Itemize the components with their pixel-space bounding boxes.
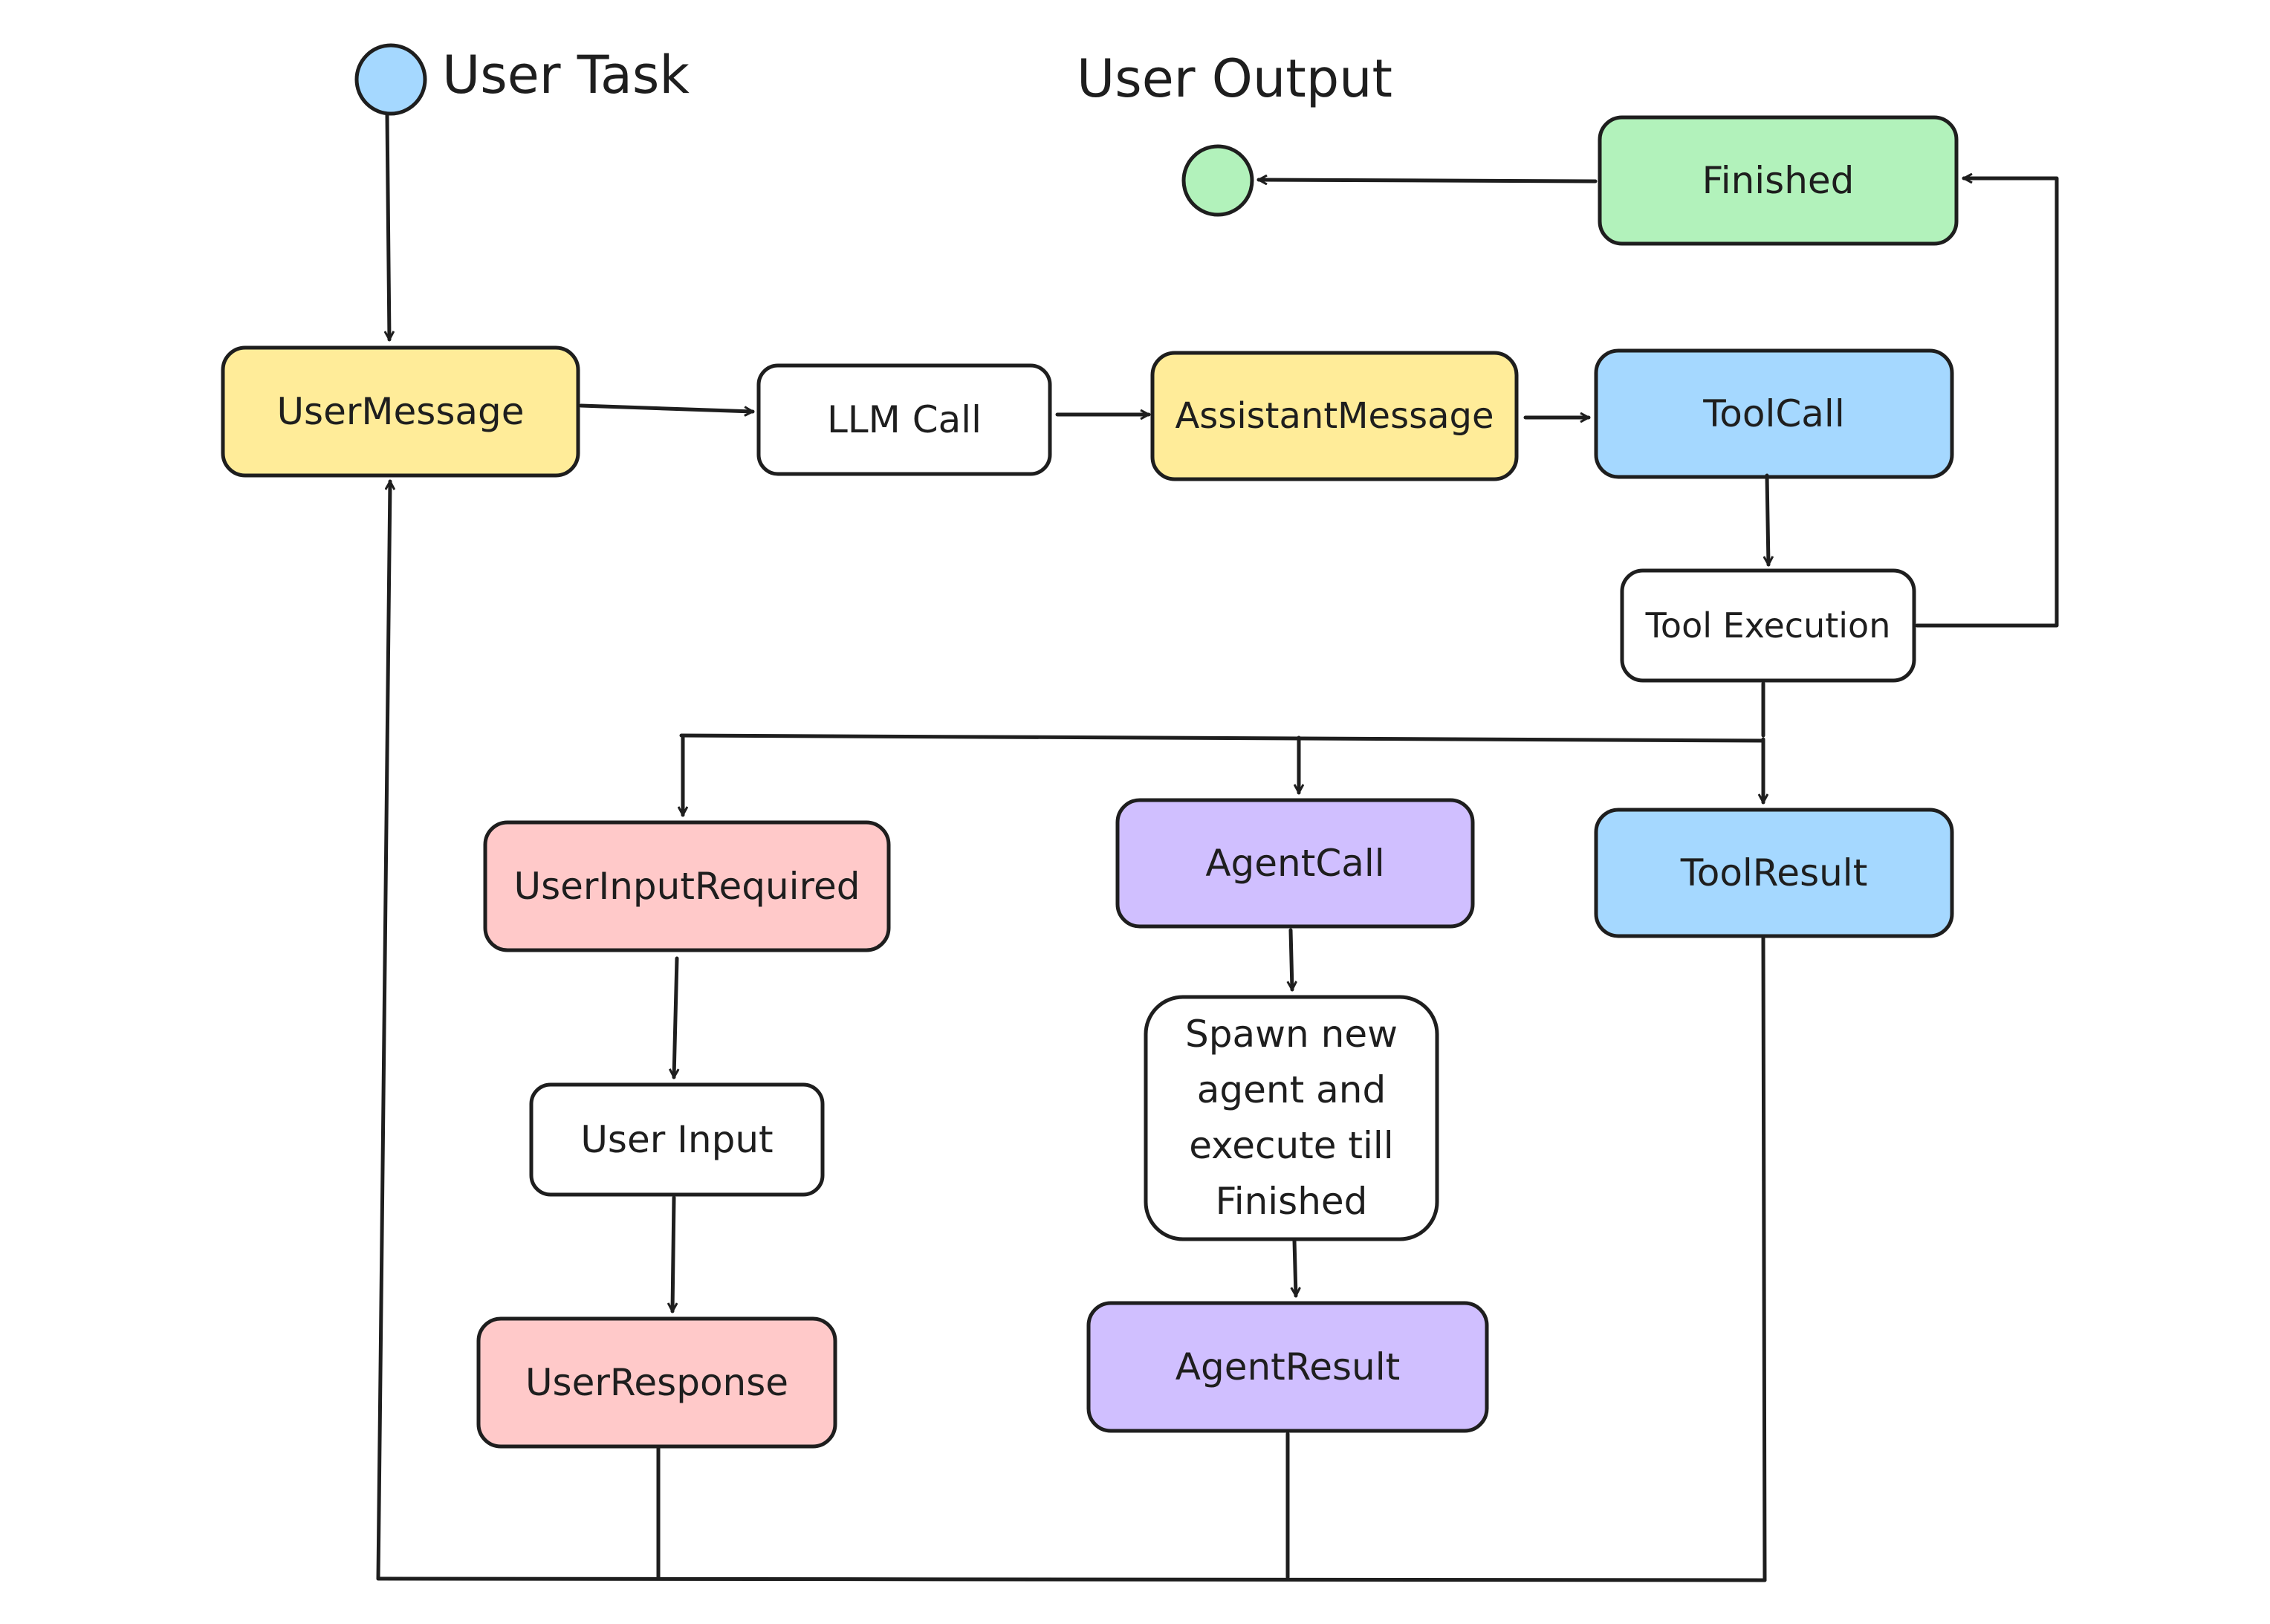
arrow-execution-to-finished (1915, 178, 2059, 628)
arrow-required-to-input (674, 956, 677, 1079)
user-output-label: User Output (1077, 48, 1392, 109)
tool-call-box (1594, 348, 1954, 479)
user-input-label: User Input (580, 1117, 774, 1161)
llm-call-label: LLM Call (826, 397, 982, 441)
arrow-task-to-usermessage (387, 113, 389, 342)
llm-call-box (756, 363, 1052, 476)
assistant-message-box (1150, 351, 1519, 481)
spawn-agent-box (1144, 995, 1439, 1241)
user-response-box (476, 1316, 837, 1449)
finished-label: Finished (1702, 158, 1855, 202)
user-input-required-label: UserInputRequired (513, 864, 860, 908)
split-bar (679, 733, 1765, 743)
user-response-label: UserResponse (525, 1360, 789, 1404)
assistant-message-label: AssistantMessage (1175, 395, 1494, 437)
tool-execution-box (1620, 568, 1916, 683)
agent-call-label: AgentCall (1205, 841, 1385, 885)
arrow-agentcall-to-spawn (1291, 928, 1292, 992)
user-task-start-node (354, 43, 427, 116)
user-input-required-box (483, 820, 891, 952)
arrow-toolcall-to-execution (1767, 473, 1768, 567)
agent-result-label: AgentResult (1175, 1345, 1401, 1388)
arrow-usermessage-to-llm (579, 403, 755, 412)
spawn-agent-label: Spawn new agent and execute till Finishe… (1185, 1013, 1398, 1223)
user-input-box (529, 1082, 825, 1197)
arrow-finished-to-output (1256, 180, 1598, 181)
agent-result-box (1086, 1301, 1489, 1433)
tool-call-label: ToolCall (1703, 392, 1845, 435)
return-from-tool-result (1761, 936, 1767, 1582)
return-bottom-bar (376, 1576, 1767, 1582)
arrow-input-to-response (672, 1195, 674, 1313)
user-message-label: UserMessage (276, 389, 525, 433)
tool-execution-label: Tool Execution (1645, 605, 1891, 646)
user-task-label: User Task (442, 45, 690, 105)
user-output-end-node (1181, 144, 1254, 217)
arrow-return-to-usermessage (376, 479, 390, 1581)
tool-result-box (1594, 808, 1954, 938)
tool-result-label: ToolResult (1680, 851, 1868, 894)
finished-box (1598, 115, 1959, 246)
user-message-box (221, 345, 580, 478)
arrow-spawn-to-agentresult (1294, 1238, 1296, 1298)
agent-call-box (1115, 798, 1475, 929)
